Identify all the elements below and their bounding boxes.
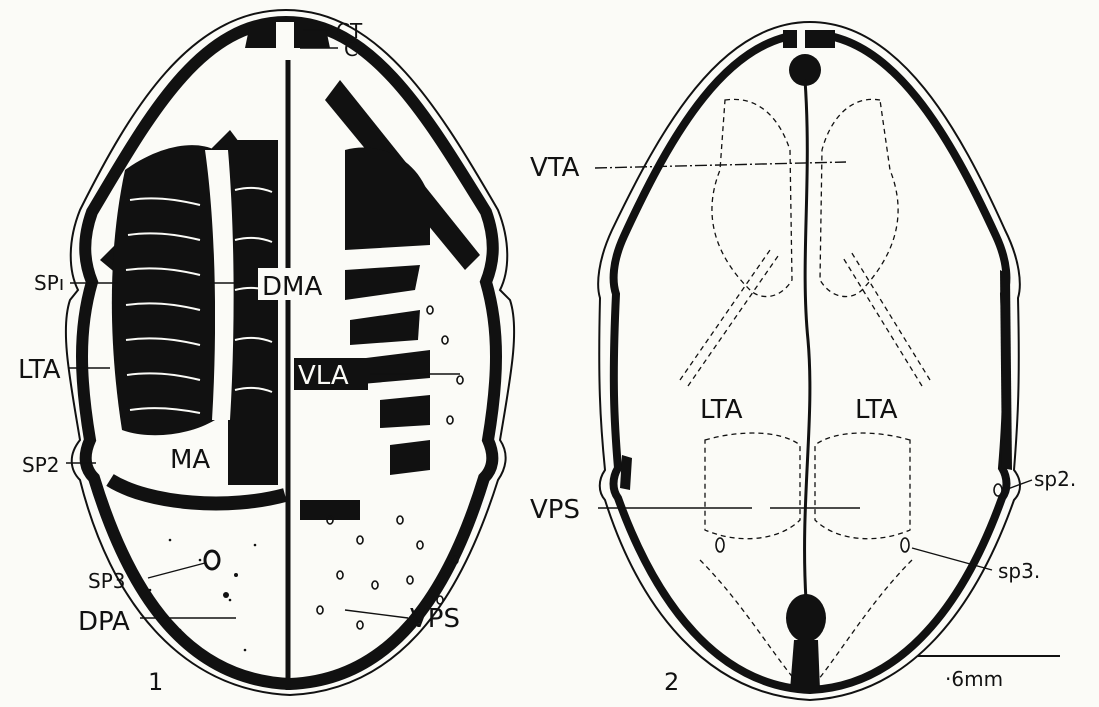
fig2-label-lta-right: LTA bbox=[855, 395, 898, 425]
fig1-label-dpa: DPA bbox=[78, 607, 130, 637]
fig1-label-sp1: SPı bbox=[34, 271, 64, 295]
fig2-anterior-cap bbox=[783, 30, 835, 48]
fig2-label-lta-left: LTA bbox=[700, 395, 743, 425]
fig2-posterior-tail bbox=[790, 640, 820, 690]
fig2-nerve-cord bbox=[805, 80, 810, 600]
fig1-label-vps: VPS bbox=[410, 604, 460, 634]
fig1-dorsal-muscle-left bbox=[112, 145, 215, 435]
fig2-spiracle-marks bbox=[716, 484, 1002, 552]
fig2-label-vta: VTA bbox=[530, 153, 580, 183]
fig1-label-ma: MA bbox=[170, 445, 210, 475]
fig2-left-lateral-spiracle bbox=[620, 455, 632, 490]
fig1-label-vla: VLA bbox=[298, 361, 349, 391]
fig2-cap-gap bbox=[797, 30, 805, 48]
fig1-cap-gap bbox=[276, 22, 294, 50]
fig1-ventral-blocks bbox=[300, 147, 430, 520]
figure-1: CT C SPı DMA LTA VLA SP2 MA SP3 DPA VPS … bbox=[18, 10, 514, 696]
fig1-label-dma: DMA bbox=[262, 272, 322, 302]
fig1-number: 1 bbox=[148, 668, 163, 696]
fig1-label-c: C bbox=[344, 37, 358, 61]
fig2-label-sp2: sp2. bbox=[1034, 467, 1076, 491]
fig2-number: 2 bbox=[664, 668, 679, 696]
scale-bar-label: ·6mm bbox=[945, 667, 1003, 691]
fig2-leader-lines bbox=[595, 162, 1032, 570]
fig1-label-lta: LTA bbox=[18, 355, 61, 385]
fig2-label-sp3: sp3. bbox=[998, 559, 1040, 583]
fig2-posterior-ganglion bbox=[786, 594, 826, 642]
fig1-label-sp2: SP2 bbox=[22, 453, 59, 477]
fig1-spiracle-3 bbox=[205, 551, 219, 569]
fig2-label-vps: VPS bbox=[530, 495, 580, 525]
fig1-stippling bbox=[149, 539, 257, 652]
fig1-label-sp3: SP3 bbox=[88, 569, 125, 593]
fig2-right-lateral-band bbox=[1000, 270, 1012, 470]
figure-2: VTA LTA LTA VPS sp2. sp3. 2 ·6mm bbox=[530, 22, 1076, 700]
